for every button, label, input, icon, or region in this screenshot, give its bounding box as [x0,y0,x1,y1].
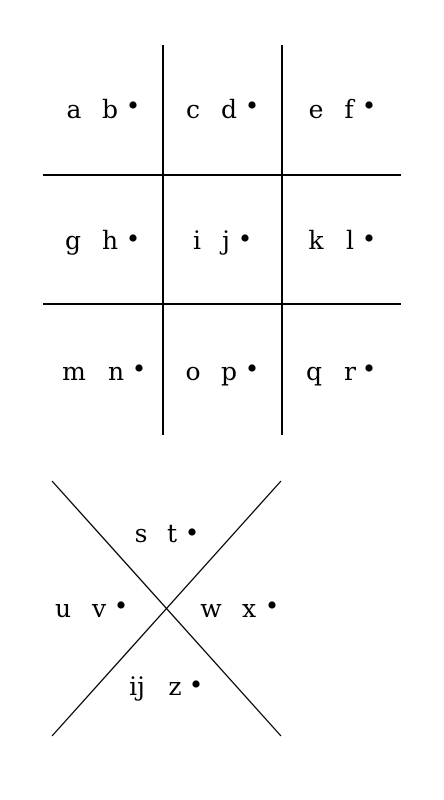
grid-cell-second-letter: h [102,226,118,255]
grid-cell-dot [248,364,256,372]
grid-cell-ef: e f [309,95,373,124]
x-cell-top: s t [135,519,196,548]
x-cell-second-letter: v [91,594,107,623]
x-cell-right: w x [200,594,276,623]
grid-cell-op: o p [185,357,256,386]
grid-cell-second-letter: n [108,357,124,386]
grid-cell-first-letter: g [65,226,81,255]
grid-cell-second-letter: j [219,226,230,255]
x-cell-dot [192,680,200,688]
grid-cell-dot [248,101,256,109]
grid-cell-second-letter: p [221,357,237,386]
x-cell-dot [268,601,276,609]
grid-cell-qr: q r [306,357,373,386]
grid-cell-first-letter: c [186,95,200,124]
grid-cell-second-letter: l [346,226,354,255]
x-cell-first-letter: ij [129,672,145,701]
grid-cell-mn: m n [62,357,143,386]
grid-cell-second-letter: f [344,95,355,124]
x-cell-first-letter: u [55,594,71,623]
grid-cell-dot [129,101,137,109]
x-cell-dot [117,601,125,609]
grid-cell-second-letter: d [221,95,237,124]
grid-cell-dot [365,234,373,242]
grid-cell-gh: g h [65,226,137,255]
grid-cell-first-letter: q [306,357,322,386]
grid-cell-first-letter: i [193,226,201,255]
x-diagram [51,480,282,737]
x-cell-dot [188,528,196,536]
grid-cell-second-letter: b [102,95,118,124]
x-cell-second-letter: t [167,519,177,548]
grid-cell-dot [365,364,373,372]
x-diagonal-line-up [51,480,282,737]
grid-cell-dot [129,234,137,242]
grid-cell-first-letter: m [62,357,86,386]
grid-cell-ij: i j [193,226,249,255]
x-cells: s t u v w x ij z [55,519,276,701]
x-cell-bottom: ij z [129,672,200,701]
grid-cell-first-letter: o [185,357,200,386]
grid-cell-first-letter: a [67,95,82,124]
x-cell-first-letter: s [135,519,148,548]
x-cell-second-letter: z [168,672,181,701]
grid-cell-first-letter: k [308,226,324,255]
grid-cell-dot [241,234,249,242]
grid-cell-kl: k l [308,226,373,255]
grid-cell-first-letter: e [309,95,324,124]
grid-cell-second-letter: r [344,357,356,386]
x-cell-left: u v [55,594,125,623]
grid-cells: a b c d e f g h i j k l [62,95,373,386]
grid-cell-dot [365,101,373,109]
grid-cell-dot [135,364,143,372]
x-cell-second-letter: x [242,594,256,623]
grid-cell-ab: a b [67,95,137,124]
grid-cell-cd: c d [186,95,256,124]
x-cell-first-letter: w [200,594,222,623]
tic-tac-toe-grid [43,45,401,435]
